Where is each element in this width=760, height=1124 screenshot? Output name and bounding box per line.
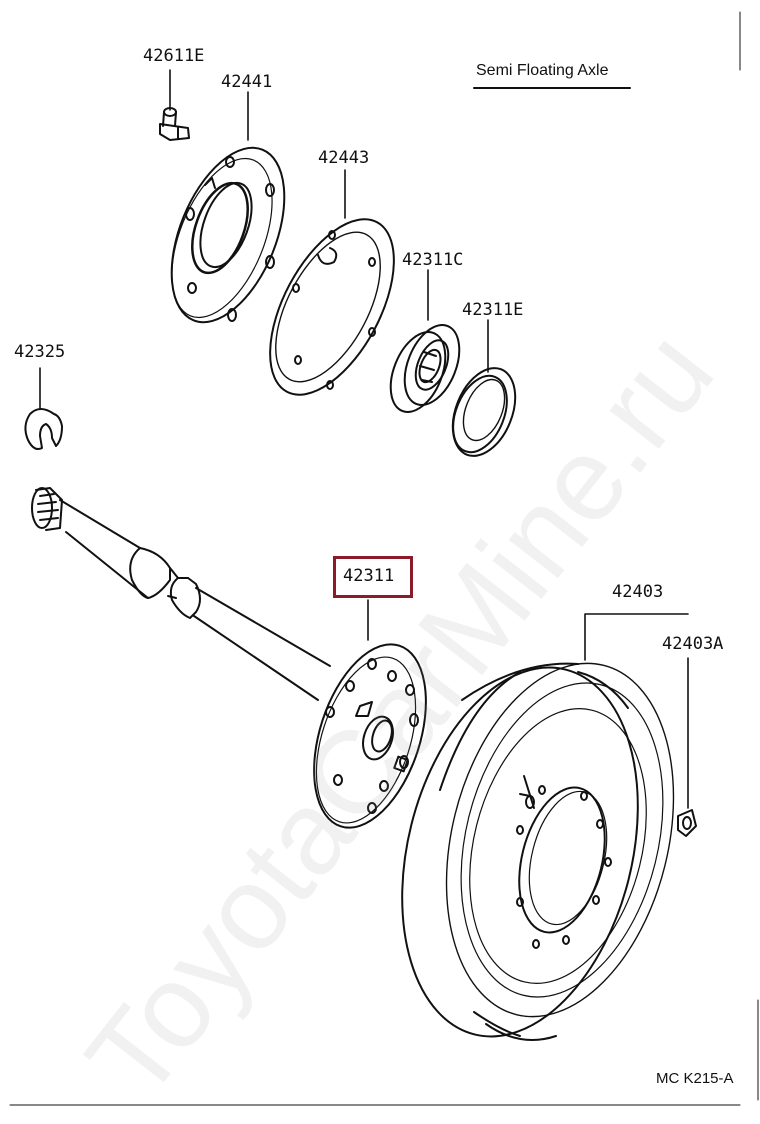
diagram-title: Semi Floating Axle [476, 62, 609, 79]
leader-lines [39, 69, 689, 809]
gasket-icon [269, 218, 395, 396]
part-number-42443[interactable]: 42443 [318, 148, 370, 168]
highlight-box [333, 556, 413, 598]
brake-drum-icon [401, 662, 675, 1041]
part-number-42311e[interactable]: 42311E [462, 300, 524, 320]
part-number-42325[interactable]: 42325 [14, 342, 66, 362]
oil-seal-icon [451, 367, 517, 457]
part-number-42441[interactable]: 42441 [221, 72, 273, 92]
part-number-42311[interactable]: 42311 [343, 566, 395, 586]
axle-flange-icon [313, 643, 427, 829]
part-number-42611e[interactable]: 42611E [143, 46, 205, 66]
axle-shaft-icon [31, 487, 331, 701]
hole-plug-icon [677, 809, 697, 837]
c-lock-icon [24, 408, 63, 450]
part-number-42403[interactable]: 42403 [612, 582, 664, 602]
reference-code: MC K215-A [656, 1070, 734, 1087]
bearing-icon [389, 324, 461, 413]
part-number-42403a[interactable]: 42403A [662, 634, 724, 654]
bolt-icon [159, 107, 190, 141]
bearing-retainer-icon [170, 146, 286, 324]
part-number-42311c[interactable]: 42311C [402, 250, 464, 270]
